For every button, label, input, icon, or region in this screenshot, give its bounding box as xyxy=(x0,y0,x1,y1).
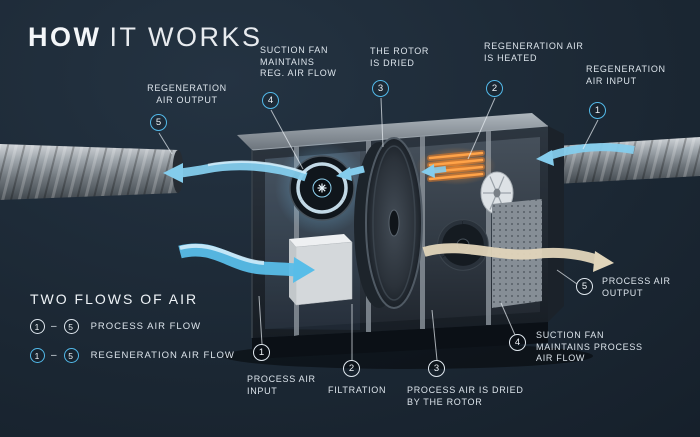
heater xyxy=(416,147,496,185)
callout-regeneration-air-heated: REGENERATION AIR IS HEATED xyxy=(484,41,584,63)
legend-dash: – xyxy=(51,350,58,361)
legend-label-process: PROCESS AIR FLOW xyxy=(90,321,202,332)
step-badge-regeneration-1: 1 xyxy=(589,102,606,119)
legend-dash: – xyxy=(51,321,58,332)
legend-badge-regeneration-from: 1 xyxy=(30,348,45,363)
callout-filtration: FILTRATION xyxy=(328,385,387,395)
callout-rotor-dried: THE ROTOR IS DRIED xyxy=(370,46,430,68)
machine-top-face xyxy=(237,113,548,150)
step-badge-process-1: 1 xyxy=(253,344,270,361)
legend-process-flow: 1 – 5 PROCESS AIR FLOW xyxy=(30,319,201,334)
right-duct xyxy=(556,137,700,184)
fan-hub-star-icon xyxy=(317,183,327,193)
step-badge-regeneration-5: 5 xyxy=(150,114,167,131)
legend-label-regeneration: REGENERATION AIR FLOW xyxy=(90,350,235,361)
regeneration-output-arrow xyxy=(180,161,308,182)
process-input-arrow xyxy=(178,243,297,277)
legend-regeneration-flow: 1 – 5 REGENERATION AIR FLOW xyxy=(30,348,235,363)
callout-suction-fan-reg: SUCTION FAN MAINTAINS REG. AIR FLOW xyxy=(260,45,337,78)
filter-drawer xyxy=(289,234,353,306)
callout-process-air-dried: PROCESS AIR IS DRIED BY THE ROTOR xyxy=(407,385,524,407)
title-bold: HOW xyxy=(28,22,102,52)
leader-lines xyxy=(158,97,599,361)
process-input-arrowhead xyxy=(293,257,315,283)
legend-badge-process-from: 1 xyxy=(30,319,45,334)
rotor xyxy=(354,137,423,309)
process-output-arrowhead xyxy=(593,251,614,272)
callout-regeneration-air-output: REGENERATION AIR OUTPUT xyxy=(147,83,227,105)
legend-badge-process-to: 5 xyxy=(63,319,79,334)
left-duct xyxy=(0,144,184,200)
step-badge-process-4: 4 xyxy=(509,334,526,351)
callout-process-air-output: PROCESS AIR OUTPUT xyxy=(602,276,671,298)
callout-regeneration-air-input: REGENERATION AIR INPUT xyxy=(586,64,666,86)
regeneration-output-arrowhead xyxy=(163,163,183,183)
legend-heading: TWO FLOWS OF AIR xyxy=(30,291,199,307)
step-badge-process-2: 2 xyxy=(343,360,360,377)
regeneration-input-arrowhead xyxy=(536,150,554,166)
step-badge-regeneration-2: 2 xyxy=(486,80,503,97)
regeneration-input-arrow xyxy=(547,143,635,160)
airflow-arrows xyxy=(163,143,635,283)
step-badge-process-5: 5 xyxy=(576,278,593,295)
machine-unit xyxy=(237,113,564,359)
machine-base xyxy=(252,322,548,359)
legend-badge-regeneration-to: 5 xyxy=(63,348,79,363)
process-output-arrow xyxy=(422,243,600,265)
callout-process-air-input: PROCESS AIR INPUT xyxy=(247,374,316,396)
step-badge-regeneration-3: 3 xyxy=(372,80,389,97)
step-badge-process-3: 3 xyxy=(428,360,445,377)
step-badge-regeneration-4: 4 xyxy=(262,92,279,109)
heater-to-rotor-arrow xyxy=(433,166,447,174)
machine-right-side xyxy=(548,126,564,322)
title-light: IT WORKS xyxy=(109,22,263,52)
callout-suction-fan-process: SUCTION FAN MAINTAINS PROCESS AIR FLOW xyxy=(536,330,643,363)
